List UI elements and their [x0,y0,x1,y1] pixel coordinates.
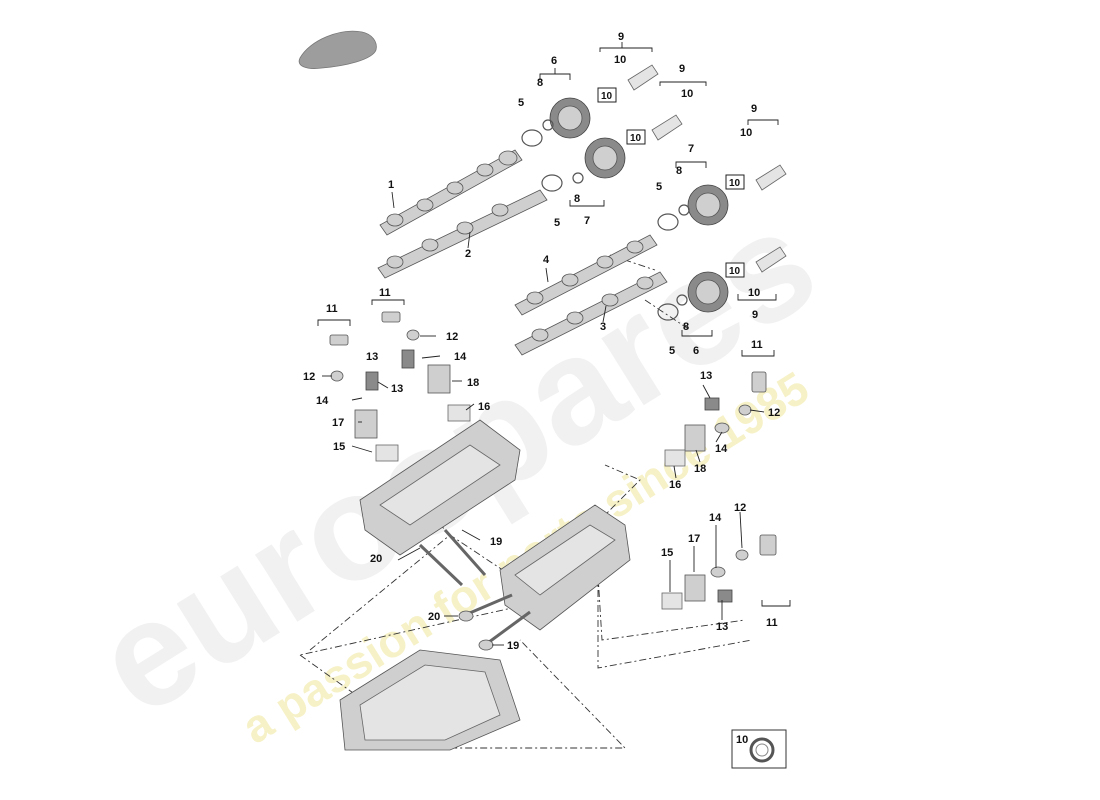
leader-lines [317,42,791,646]
callout-16-a: 16 [478,401,490,413]
callout-20-a: 20 [370,553,382,565]
cam-adjuster-7-lower [687,184,729,226]
callout-10-second: 10 [681,88,693,100]
camshaft-2 [377,189,548,279]
callout-7-second: 7 [584,215,590,227]
callout-14-b: 14 [316,395,329,407]
callout-8-third: 8 [676,165,682,177]
callout-5-second: 5 [554,217,560,229]
callout-labels: 1 2 4 3 6 8 5 9 10 10 9 10 10 5 8 7 9 10… [303,31,780,652]
cam-adjuster-6-upper [549,97,591,139]
valvetrain-right [661,371,777,610]
callout-8-second: 8 [574,193,580,205]
callout-10-top: 10 [614,54,626,66]
cylinder-head-lower [499,504,631,631]
callout-12-d: 12 [734,502,746,514]
cylinder-head-upper [359,419,521,556]
callout-16-b: 16 [669,479,681,491]
callout-10-box-b: 10 [630,133,642,144]
legend-box: 10 [731,729,787,769]
callout-9-fourth: 9 [752,309,758,321]
seal-ring-icon [749,737,775,763]
callout-12-a: 12 [446,331,458,343]
seal-rings [521,119,690,321]
callout-19-a: 19 [490,536,502,548]
callout-3: 3 [600,321,606,333]
central-valves [627,64,787,273]
callout-9-second: 9 [679,63,685,75]
callout-17-a: 17 [332,417,344,429]
callout-11-c: 11 [751,339,763,351]
callout-7-third: 7 [688,143,694,155]
car-silhouette-icon [298,30,377,69]
callout-17-b: 17 [688,533,700,545]
callout-8-top: 8 [537,77,543,89]
callout-13-c: 13 [700,370,712,382]
callout-13-a: 13 [366,351,378,363]
callout-18-a: 18 [467,377,479,389]
camshaft-3 [514,271,668,356]
callout-11-a: 11 [326,303,338,315]
callout-4: 4 [543,254,550,266]
callout-12-b: 12 [303,371,315,383]
callout-9-top: 9 [618,31,624,43]
callout-18-b: 18 [694,463,706,475]
callout-9-third: 9 [751,103,757,115]
cam-adjuster-7-upper [584,137,626,179]
callout-14-d: 14 [709,512,722,524]
callout-5-fourth: 5 [669,345,675,357]
callout-8-fourth: 8 [683,321,689,333]
callout-11-d: 11 [766,617,778,629]
callout-15-a: 15 [333,441,345,453]
valvetrain-left [329,311,471,462]
callout-6-top: 6 [551,55,557,67]
callout-2: 2 [465,248,471,260]
callout-10-fourth: 10 [748,287,760,299]
callout-11-b: 11 [379,287,391,299]
callout-10-third: 10 [740,127,752,139]
camshaft-1 [379,149,523,236]
callout-10-box-a: 10 [601,91,613,102]
callout-10-box-d: 10 [729,266,741,277]
callout-14-c: 14 [715,443,728,455]
valves [418,529,531,651]
callout-20-b: 20 [428,611,440,623]
callout-12-c: 12 [768,407,780,419]
engine-block [339,649,521,751]
callout-19-b: 19 [507,640,519,652]
callout-14-a: 14 [454,351,467,363]
legend-number: 10 [736,734,748,746]
callout-6-fourth: 6 [693,345,699,357]
cam-adjuster-6-lower [687,271,729,313]
callout-15-b: 15 [661,547,673,559]
callout-1: 1 [388,179,394,191]
callout-13-b: 13 [391,383,403,395]
part-10-markers [597,87,745,278]
callout-13-d: 13 [716,621,728,633]
camshaft-4 [514,234,658,316]
callout-10-box-c: 10 [729,178,741,189]
callout-5-third: 5 [656,181,662,193]
callout-5-top: 5 [518,97,524,109]
